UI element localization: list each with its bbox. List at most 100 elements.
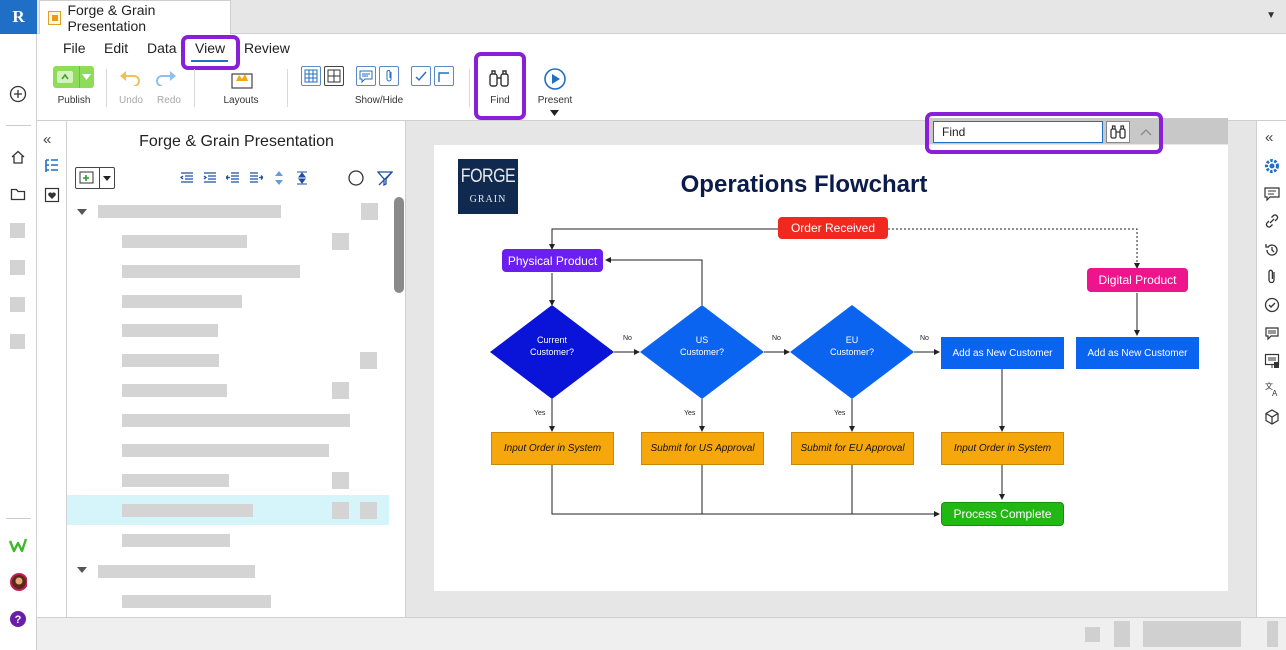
binoculars-icon[interactable] [488, 69, 510, 92]
find-search-button[interactable] [1106, 121, 1130, 143]
outline-item[interactable] [122, 324, 218, 337]
table-view-icon[interactable] [324, 66, 344, 86]
layouts-icon[interactable] [231, 69, 253, 92]
outline-item[interactable] [122, 414, 350, 427]
outline-item[interactable] [122, 265, 300, 278]
publish-button[interactable] [53, 66, 94, 88]
outline-item[interactable] [98, 205, 281, 218]
input-order-node[interactable]: Input Order in System [941, 432, 1064, 465]
edge-label-yes: Yes [684, 410, 696, 417]
outline-tree-icon[interactable] [44, 158, 60, 177]
checkmark-circle-icon[interactable] [1263, 296, 1281, 314]
gear-icon[interactable] [1263, 157, 1281, 175]
menu-data[interactable]: Data [147, 40, 177, 56]
favorites-icon[interactable] [44, 187, 60, 206]
expand-chevron-icon[interactable] [77, 209, 87, 215]
outline-title: Forge & Grain Presentation [139, 133, 334, 150]
add-icon[interactable] [9, 85, 27, 103]
redo-label: Redo [157, 95, 181, 106]
outline-scrollbar[interactable] [394, 197, 404, 293]
status-placeholder[interactable] [1085, 627, 1100, 642]
rail-placeholder[interactable] [10, 297, 25, 312]
move-right-icon[interactable] [249, 171, 264, 188]
outline-item[interactable] [122, 595, 271, 608]
filter-off-icon[interactable] [376, 170, 394, 189]
avatar[interactable] [9, 573, 27, 591]
move-left-icon[interactable] [225, 171, 240, 188]
collapse-panel-icon[interactable]: « [43, 131, 52, 148]
comment-icon[interactable] [1263, 185, 1281, 203]
status-placeholder[interactable] [1267, 621, 1278, 647]
rail-placeholder[interactable] [10, 334, 25, 349]
attachment-icon[interactable] [379, 66, 399, 86]
app-logo[interactable]: R [0, 0, 37, 34]
find-button-highlight[interactable] [474, 52, 526, 120]
notes-icon[interactable] [1263, 324, 1281, 342]
outline-item[interactable] [122, 235, 247, 248]
physical-product-node[interactable]: Physical Product [502, 249, 603, 272]
edge-label-no: No [920, 335, 929, 342]
spellcheck-icon[interactable] [411, 66, 431, 86]
attachment-icon[interactable] [1263, 268, 1281, 286]
connector-icon[interactable] [434, 66, 454, 86]
outline-item[interactable] [122, 504, 253, 517]
digital-product-node[interactable]: Digital Product [1087, 268, 1188, 292]
presenter-icon[interactable] [1263, 352, 1281, 370]
outline-item-badge [332, 382, 349, 399]
circle-filter-icon[interactable] [348, 170, 364, 189]
history-icon[interactable] [1263, 241, 1281, 259]
present-dropdown-icon[interactable] [550, 110, 559, 116]
home-icon[interactable] [9, 148, 27, 166]
input-order-node[interactable]: Input Order in System [491, 432, 614, 465]
tab-list-chevron-icon[interactable]: ▼ [1266, 10, 1276, 21]
expand-all-icon[interactable] [273, 171, 285, 188]
outline-item-badge [360, 502, 377, 519]
order-received-node[interactable]: Order Received [778, 217, 888, 239]
status-placeholder[interactable] [1114, 621, 1130, 647]
outline-item[interactable] [98, 565, 255, 578]
comments-icon[interactable] [356, 66, 376, 86]
indent-icon[interactable] [203, 171, 217, 188]
outline-item[interactable] [122, 384, 227, 397]
w-logo-icon[interactable] [9, 536, 27, 554]
document-tab[interactable]: Forge & Grain Presentation [39, 0, 231, 34]
expand-panel-icon[interactable]: « [1265, 129, 1274, 146]
link-icon[interactable] [1263, 212, 1281, 230]
submit-eu-approval-node[interactable]: Submit for EU Approval [791, 432, 914, 465]
menu-edit[interactable]: Edit [104, 40, 129, 56]
folder-icon[interactable] [9, 185, 27, 203]
add-slide-button[interactable] [75, 167, 115, 189]
submit-us-approval-node[interactable]: Submit for US Approval [641, 432, 764, 465]
present-play-icon[interactable] [543, 67, 567, 94]
menu-view[interactable]: View [195, 40, 226, 56]
outline-item[interactable] [122, 354, 219, 367]
find-input[interactable] [933, 121, 1103, 143]
outline-item[interactable] [122, 444, 329, 457]
undo-icon[interactable] [119, 70, 141, 89]
status-bar [37, 617, 1286, 650]
rail-placeholder[interactable] [10, 223, 25, 238]
grid-view-icon[interactable] [301, 66, 321, 86]
cube-icon[interactable] [1263, 408, 1281, 426]
find-previous-chevron-icon[interactable] [1135, 121, 1157, 143]
process-complete-node[interactable]: Process Complete [941, 502, 1064, 526]
help-icon[interactable]: ? [9, 610, 27, 628]
add-new-customer-node[interactable]: Add as New Customer [941, 337, 1064, 369]
outdent-icon[interactable] [179, 171, 194, 188]
zoom-placeholder[interactable] [1143, 621, 1241, 647]
add-new-customer-node[interactable]: Add as New Customer [1076, 337, 1199, 369]
outline-item[interactable] [122, 534, 230, 547]
expand-chevron-icon[interactable] [77, 567, 87, 573]
rail-placeholder[interactable] [10, 260, 25, 275]
redo-icon[interactable] [155, 70, 177, 89]
outline-item[interactable] [122, 474, 229, 487]
collapse-all-icon[interactable] [296, 171, 308, 188]
menu-review[interactable]: Review [244, 40, 290, 56]
menu-file[interactable]: File [63, 40, 86, 56]
outline-item[interactable] [122, 295, 242, 308]
